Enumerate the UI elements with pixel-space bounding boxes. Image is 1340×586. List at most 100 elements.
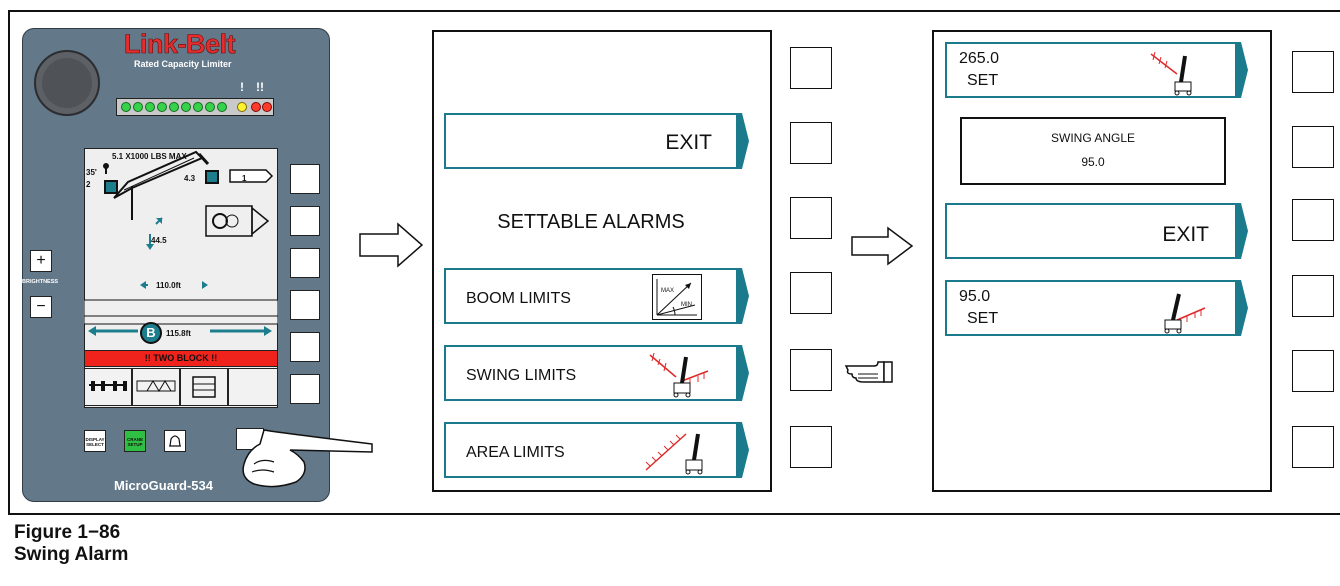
overload-mark: !! <box>256 80 264 94</box>
boom-length-value: 115.8ft <box>166 329 191 338</box>
menu-tab-arrow <box>736 345 749 401</box>
swing-limits-label: SWING LIMITS <box>466 367 577 384</box>
softkey-3[interactable] <box>790 197 832 239</box>
swing-alarm-screen <box>932 30 1272 492</box>
crane-setup-button[interactable]: CRANE SETUP <box>124 430 146 452</box>
figure-number: Figure 1−86 <box>14 522 121 543</box>
left-swing-limit-icon <box>1150 51 1192 96</box>
pointing-finger-icon <box>844 361 893 383</box>
right-swing-limit-button[interactable]: 95.0 SET <box>945 280 1248 336</box>
left-hook-icon <box>104 180 118 194</box>
exit-label: EXIT <box>1162 223 1209 246</box>
led-green <box>145 102 155 112</box>
led-green <box>157 102 167 112</box>
boom-mode-icon[interactable] <box>132 368 180 406</box>
led-green <box>193 102 203 112</box>
exit-menu-button[interactable]: EXIT <box>945 203 1248 259</box>
menu-tab-arrow <box>1235 203 1248 259</box>
softkey-1[interactable] <box>790 47 832 89</box>
device-softkey-1[interactable] <box>290 164 320 194</box>
pointing-hand-icon <box>242 429 373 488</box>
warning-mark: ! <box>240 80 244 94</box>
softkey-1[interactable] <box>1292 51 1334 93</box>
left-limit-set-label: SET <box>967 72 999 89</box>
menu-tab-arrow <box>736 422 749 478</box>
display-select-button[interactable]: DISPLAY SELECT <box>84 430 106 452</box>
area-limits-button[interactable]: AREA LIMITS <box>444 422 749 478</box>
bell-icon <box>169 435 181 447</box>
settable-alarms-title: SETTABLE ALARMS <box>497 211 685 233</box>
led-green <box>205 102 215 112</box>
max-min-angle-icon: MAX MIN <box>652 274 702 320</box>
parts-of-line-left: 2 <box>86 180 91 189</box>
boom-length-readout: 35' <box>86 168 97 177</box>
figure-frame <box>8 10 1340 515</box>
brightness-down-button[interactable]: − <box>30 296 52 318</box>
softkey-6[interactable] <box>790 426 832 468</box>
capacity-label: 5.1 X1000 LBS MAX <box>112 152 187 161</box>
led-green <box>169 102 179 112</box>
device-softkey-3[interactable] <box>290 248 320 278</box>
rigging-mode-icon[interactable] <box>84 368 132 406</box>
softkey-6[interactable] <box>1292 426 1334 468</box>
left-swing-limit-button[interactable]: 265.0 SET <box>945 42 1248 98</box>
swing-angle-value: 95.0 <box>1081 155 1105 169</box>
blank-mode-tile[interactable] <box>228 368 278 406</box>
flow-arrow-right-icon <box>359 222 424 268</box>
figure-caption: Figure 1−86 Swing Alarm <box>14 522 128 566</box>
led-green <box>181 102 191 112</box>
softkey-2[interactable] <box>790 122 832 164</box>
left-limit-value: 265.0 <box>959 50 1000 67</box>
menu-tab-arrow <box>1235 280 1248 336</box>
crane-diagram-icon <box>84 150 278 336</box>
exit-label: EXIT <box>665 131 712 154</box>
softkey-2[interactable] <box>1292 126 1334 168</box>
min-label: MIN <box>681 302 692 308</box>
boom-limits-button[interactable]: BOOM LIMITS MAX MIN <box>444 268 749 324</box>
brand-logo: Link-Belt <box>124 29 236 60</box>
max-label: MAX <box>661 288 675 294</box>
led-yellow <box>237 102 247 112</box>
right-limit-value: 95.0 <box>959 288 991 305</box>
led-green <box>133 102 143 112</box>
alarm-bell-button[interactable] <box>164 430 186 452</box>
two-block-alarm: !! TWO BLOCK !! <box>84 350 278 367</box>
figure-title: Swing Alarm <box>14 544 129 565</box>
swing-limits-button[interactable]: SWING LIMITS <box>444 345 749 401</box>
radius-readout: 110.0ft <box>156 281 181 290</box>
flow-arrow-right-icon <box>851 226 914 266</box>
swing-angle-title: SWING ANGLE <box>1050 131 1136 145</box>
softkey-4[interactable] <box>790 272 832 314</box>
load-indicator-lightbar <box>116 98 274 116</box>
exit-menu-button[interactable]: EXIT <box>444 113 749 169</box>
area-limits-label: AREA LIMITS <box>466 444 565 461</box>
area-limits-icon <box>645 433 703 475</box>
softkey-5[interactable] <box>790 349 832 391</box>
softkey-5[interactable] <box>1292 350 1334 392</box>
right-swing-limit-icon <box>1164 293 1206 334</box>
device-softkey-6[interactable] <box>290 374 320 404</box>
right-hook-icon <box>205 170 219 184</box>
led-red <box>251 102 261 112</box>
menu-tab-arrow <box>1235 42 1248 98</box>
brand-subtitle: Rated Capacity Limiter <box>134 59 232 69</box>
settable-alarms-screen <box>432 30 772 492</box>
softkey-3[interactable] <box>1292 199 1334 241</box>
led-red <box>262 102 272 112</box>
model-name: MicroGuard-534 <box>114 478 213 493</box>
boom-angle-readout: 44.5 <box>151 236 167 245</box>
brightness-up-button[interactable]: + <box>30 250 52 272</box>
boom-badge: B <box>140 322 162 344</box>
device-softkey-2[interactable] <box>290 206 320 236</box>
device-softkey-4[interactable] <box>290 290 320 320</box>
swing-limits-icon <box>649 352 709 398</box>
hook-value: 4.3 <box>184 174 196 183</box>
device-softkey-5[interactable] <box>290 332 320 362</box>
menu-tab-arrow <box>736 268 749 324</box>
speaker-grille <box>34 50 100 116</box>
menu-list-icon[interactable] <box>180 368 228 406</box>
brightness-label: BRIGHTNESS <box>22 279 59 285</box>
parts-of-line-right: 1 <box>242 174 247 183</box>
right-limit-set-label: SET <box>967 310 999 327</box>
softkey-4[interactable] <box>1292 275 1334 317</box>
